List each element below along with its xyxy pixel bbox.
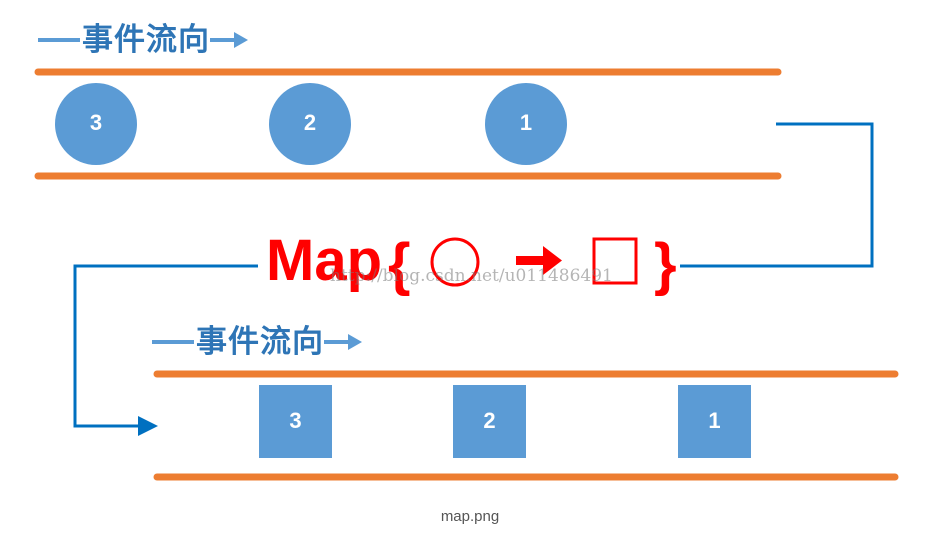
top-node-label-2: 2 [303,110,317,135]
top-node-circle-2 [269,83,351,165]
map-open-brace: { [388,232,411,297]
left-connector-line [73,264,258,428]
bottom-node-label-3: 1 [708,408,721,433]
image-caption: map.png [440,508,500,525]
top-node-circle-3 [485,83,567,165]
top-node-circle-1 [55,83,137,165]
map-output-square-icon [592,237,638,285]
top-flow-arrow-icon [210,31,248,48]
top-flow-title-text: 事件流向 [82,22,210,58]
top-flow-dash [38,37,80,42]
bottom-node-label-1: 3 [289,408,302,433]
watermark-text: http://blog.csdn.net/u011486491 [330,266,613,286]
bottom-flow-title: 事件流向 [152,316,364,361]
top-flow-title: 事件流向 [38,14,250,59]
map-input-circle-icon [430,237,480,287]
map-arrow-shaft [516,256,546,265]
right-connector-line [680,122,874,268]
top-node-label-3: 1 [519,110,533,135]
map-arrow-head [543,246,562,275]
top-node-label-1: 3 [89,110,103,135]
bottom-flow-title-text: 事件流向 [196,324,324,360]
bottom-node-label-2: 2 [483,408,496,433]
bottom-node-square-3 [678,385,751,458]
bottom-flow-arrow-icon [324,333,362,350]
bottom-flow-dash [152,339,194,344]
map-close-brace: } [654,232,677,297]
left-connector-arrowhead [138,416,158,436]
bottom-node-square-2 [453,385,526,458]
map-label: Map [266,228,382,293]
bottom-node-square-1 [259,385,332,458]
